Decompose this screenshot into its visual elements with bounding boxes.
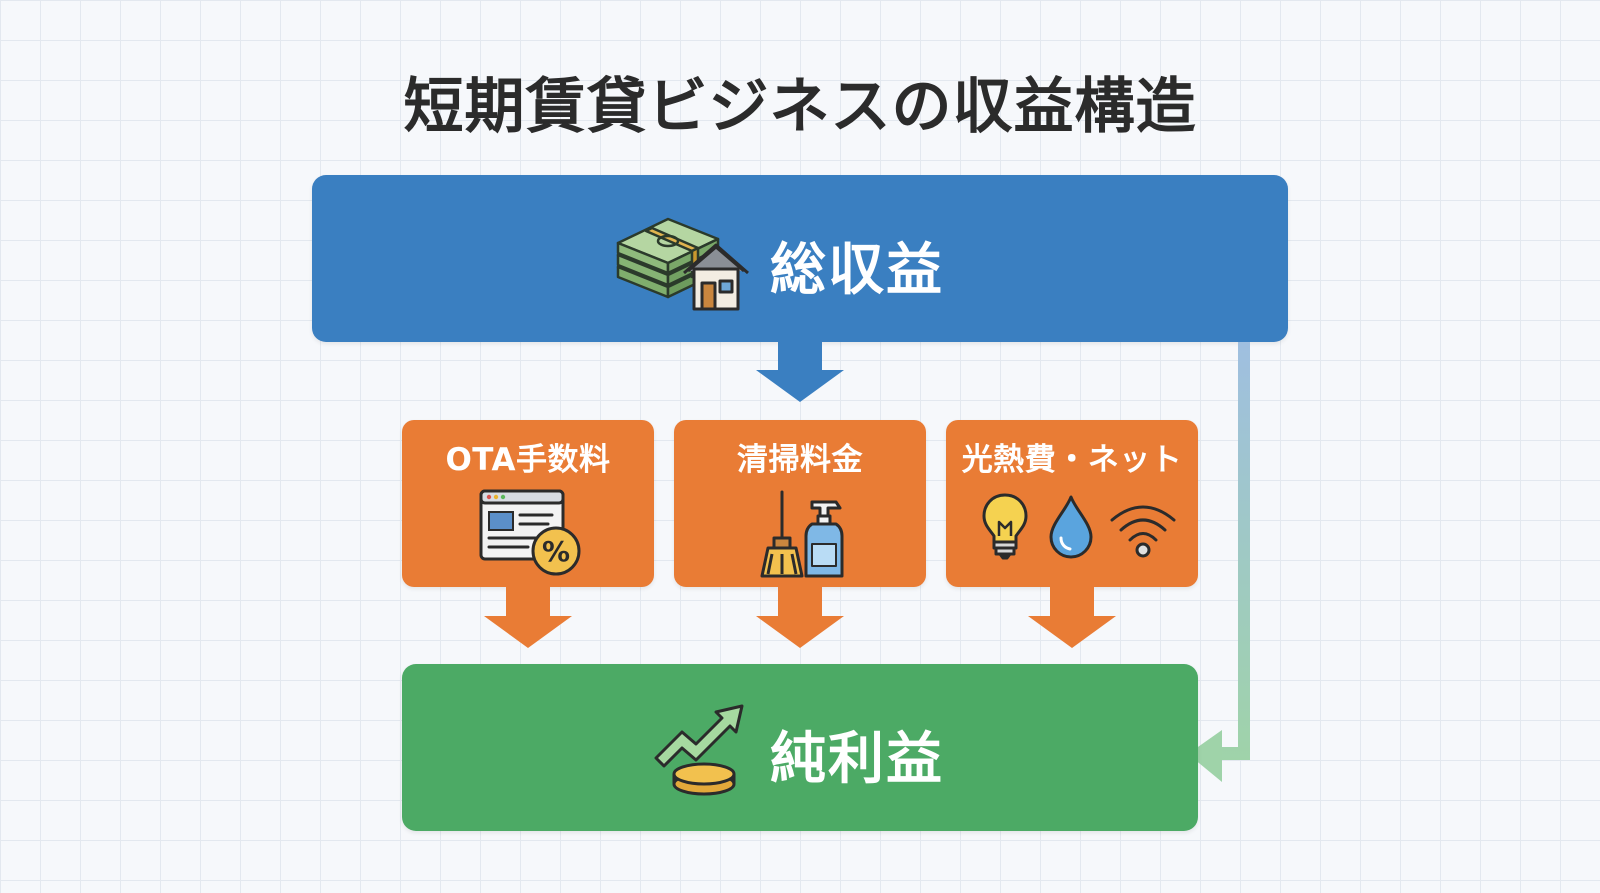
wifi-icon xyxy=(1110,505,1176,558)
lightbulb-icon xyxy=(982,493,1028,560)
growth-coin-icon xyxy=(654,704,744,796)
cost-box-ota: OTA手数料 % xyxy=(402,420,654,587)
svg-text:%: % xyxy=(542,535,570,568)
money-house-icon xyxy=(616,217,749,311)
revenue-label: 総収益 xyxy=(770,238,944,303)
cost-label-cleaning: 清掃料金 xyxy=(737,442,863,478)
cost-box-cleaning: 清掃料金 xyxy=(674,420,926,587)
arrow-cost-cleaning-to-profit xyxy=(756,586,844,648)
arrow-revenue-to-costs xyxy=(756,342,844,402)
diagram-title: 短期賃貸ビジネスの収益構造 xyxy=(403,72,1197,142)
cost-label-utilities: 光熱費・ネット xyxy=(961,442,1183,478)
cost-box-utilities: 光熱費・ネット xyxy=(946,420,1198,587)
cost-label-ota: OTA手数料 xyxy=(445,442,611,478)
arrow-cost-utilities-to-profit xyxy=(1028,586,1116,648)
water-drop-icon xyxy=(1049,495,1093,559)
profit-label: 純利益 xyxy=(770,727,944,792)
revenue-box: 総収益 xyxy=(312,175,1288,342)
arrow-revenue-to-profit xyxy=(1188,342,1250,782)
broom-spray-icon xyxy=(760,490,844,578)
browser-percent-icon: % xyxy=(479,489,581,576)
arrow-cost-ota-to-profit xyxy=(484,586,572,648)
profit-box: 純利益 xyxy=(402,664,1198,831)
